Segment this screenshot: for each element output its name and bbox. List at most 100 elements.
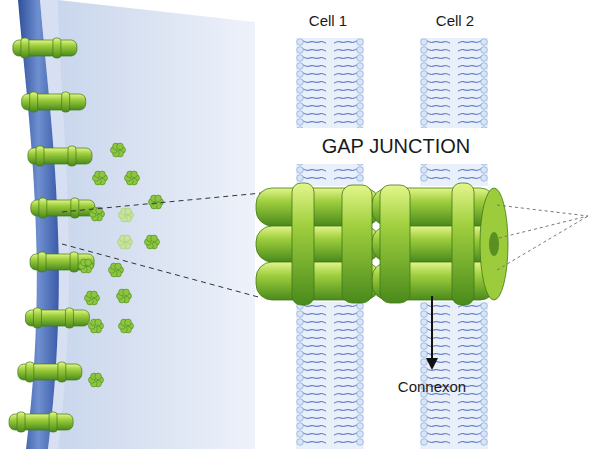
lipid-tail bbox=[303, 337, 326, 339]
lipid-tail bbox=[334, 337, 357, 339]
connexin-subunit bbox=[131, 171, 138, 178]
lipid-tail bbox=[303, 441, 326, 443]
bilayer-background bbox=[296, 302, 364, 449]
lipid-head bbox=[481, 431, 488, 438]
channel-collar bbox=[17, 412, 25, 432]
structure-label: GAP JUNCTION bbox=[322, 135, 471, 158]
part-label: Connexon bbox=[398, 378, 466, 395]
connexon-icon bbox=[149, 195, 164, 209]
channel-collar bbox=[30, 92, 38, 112]
lipid-tail bbox=[427, 425, 450, 427]
lipid-head bbox=[357, 39, 364, 46]
channel-icon bbox=[9, 412, 73, 432]
connexin-subunit bbox=[151, 235, 158, 242]
lipid-tail bbox=[334, 393, 357, 395]
lipid-tail bbox=[303, 417, 326, 419]
lipid-head bbox=[297, 63, 304, 70]
lipid-head bbox=[297, 367, 304, 374]
lipid-head bbox=[481, 311, 488, 318]
channel-collar bbox=[53, 38, 61, 58]
connexin-collar bbox=[380, 185, 410, 303]
connexin-collar bbox=[452, 183, 474, 305]
lipid-head bbox=[421, 119, 428, 126]
lipid-tail bbox=[334, 97, 357, 99]
lipid-head bbox=[481, 375, 488, 382]
lipid-head bbox=[421, 335, 428, 342]
lipid-head bbox=[357, 79, 364, 86]
channel-pore bbox=[489, 232, 499, 256]
lipid-head bbox=[357, 303, 364, 310]
connexon-icon bbox=[111, 143, 126, 157]
lipid-head bbox=[357, 55, 364, 62]
lipid-head bbox=[421, 319, 428, 326]
lipid-head bbox=[481, 55, 488, 62]
cell-label: Cell 1 bbox=[309, 12, 347, 29]
lipid-head bbox=[357, 111, 364, 118]
pointer-line bbox=[499, 216, 588, 238]
lipid-tail bbox=[427, 65, 450, 67]
connexon-icon bbox=[119, 319, 134, 333]
connexin-subunit bbox=[95, 373, 102, 380]
connexon-icon bbox=[85, 291, 100, 305]
lipid-tail bbox=[334, 57, 357, 59]
lipid-head bbox=[357, 383, 364, 390]
lipid-head bbox=[297, 343, 304, 350]
channel-collar bbox=[70, 252, 78, 272]
lipid-head bbox=[481, 71, 488, 78]
lipid-tail bbox=[303, 321, 326, 323]
lipid-tail bbox=[458, 113, 481, 115]
lipid-tail bbox=[303, 113, 326, 115]
channel-collar bbox=[58, 362, 66, 382]
lipid-tail bbox=[427, 41, 450, 43]
pointer-arrow bbox=[431, 296, 433, 364]
lipid-tail bbox=[334, 41, 357, 43]
channel-collar bbox=[26, 362, 34, 382]
lipid-head bbox=[421, 351, 428, 358]
lipid-tail bbox=[427, 353, 450, 355]
channel-collar bbox=[62, 92, 70, 112]
lipid-head bbox=[421, 111, 428, 118]
lipid-tail bbox=[334, 177, 357, 179]
lipid-tail bbox=[334, 89, 357, 91]
lipid-head bbox=[357, 439, 364, 446]
lipid-head bbox=[481, 399, 488, 406]
lipid-tail bbox=[334, 425, 357, 427]
lipid-bilayer bbox=[420, 302, 488, 449]
lipid-tail bbox=[458, 401, 481, 403]
connexin-subunit bbox=[85, 259, 92, 266]
connexin-collar bbox=[292, 183, 314, 305]
lipid-head bbox=[357, 359, 364, 366]
lipid-head bbox=[421, 79, 428, 86]
connexon-icon bbox=[145, 235, 160, 249]
lipid-head bbox=[357, 319, 364, 326]
lipid-tail bbox=[427, 441, 450, 443]
channel-icon bbox=[31, 198, 95, 218]
cell-label: Cell 2 bbox=[436, 12, 474, 29]
channel-icon bbox=[22, 92, 86, 112]
connexin-collar bbox=[342, 185, 372, 303]
connexin-subunit bbox=[125, 208, 132, 215]
lipid-tail bbox=[303, 385, 326, 387]
lipid-head bbox=[357, 343, 364, 350]
lipid-tail bbox=[427, 417, 450, 419]
lipid-tail bbox=[303, 409, 326, 411]
lipid-head bbox=[421, 343, 428, 350]
connexin-subunit bbox=[125, 319, 132, 326]
lipid-tail bbox=[458, 321, 481, 323]
lipid-tail bbox=[303, 57, 326, 59]
gap-junction-channel bbox=[256, 183, 508, 305]
connexin-subunit bbox=[124, 235, 131, 242]
lipid-head bbox=[481, 407, 488, 414]
lipid-tail bbox=[458, 169, 481, 171]
pointer-line bbox=[497, 205, 588, 216]
lipid-tail bbox=[427, 409, 450, 411]
lipid-tail bbox=[303, 177, 326, 179]
lipid-tail bbox=[458, 105, 481, 107]
lipid-tail bbox=[427, 305, 450, 307]
lipid-head bbox=[481, 327, 488, 334]
lipid-tail bbox=[303, 81, 326, 83]
lipid-tail bbox=[303, 393, 326, 395]
lipid-tail bbox=[303, 97, 326, 99]
lipid-tail bbox=[334, 305, 357, 307]
lipid-head bbox=[357, 431, 364, 438]
